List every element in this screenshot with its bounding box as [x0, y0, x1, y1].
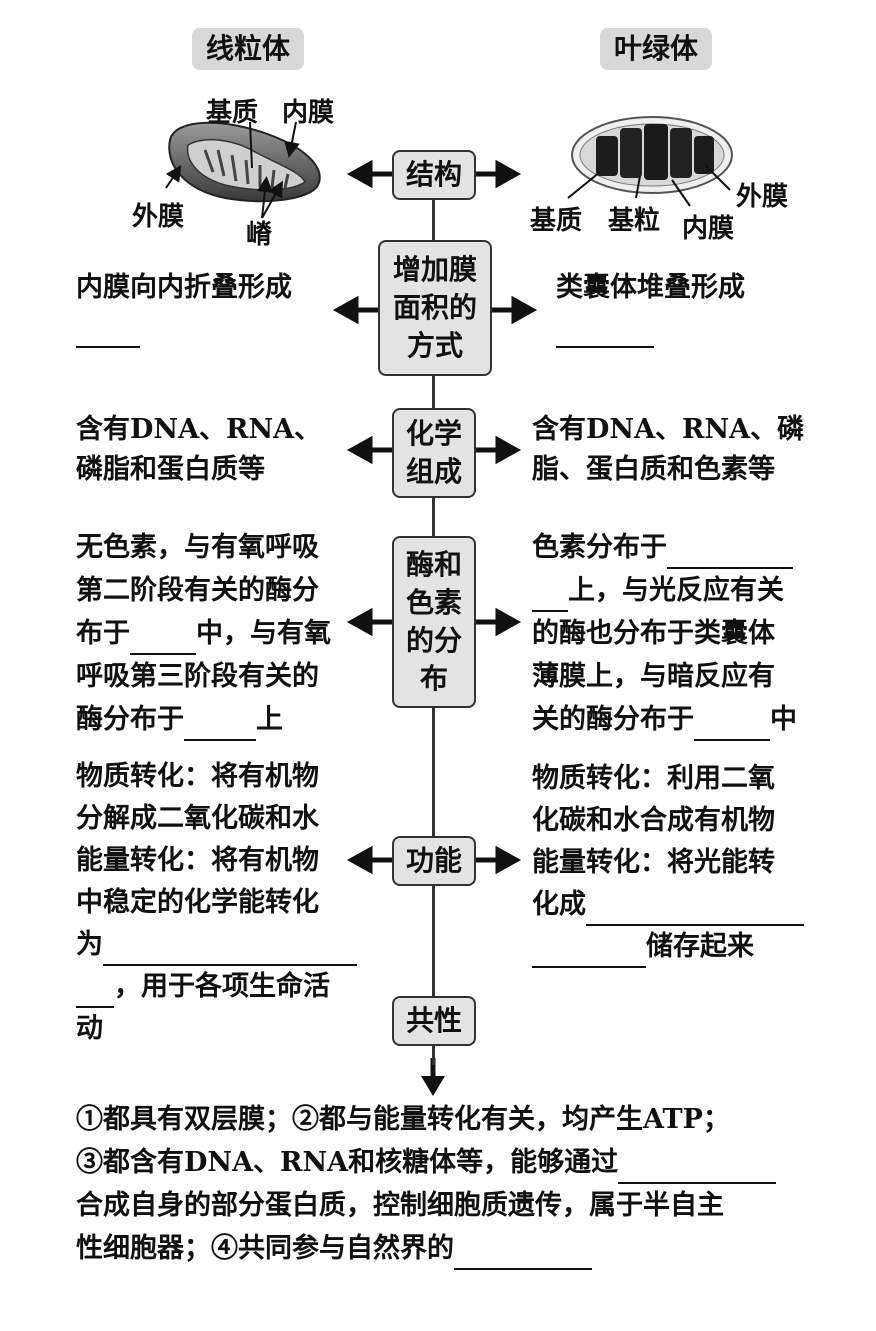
right-enzyme-blank-3 — [694, 709, 770, 741]
node-function: 功能 — [392, 836, 476, 886]
mito-outer-pointer — [165, 165, 182, 189]
common-blank-1 — [618, 1152, 777, 1184]
left-enzyme-text: 无色素，与有氧呼吸 第二阶段有关的酶分 布于中，与有氧 呼吸第三阶段有关的 酶分… — [76, 526, 331, 741]
left-membrane-text: 内膜向内折叠形成 — [76, 268, 292, 348]
left-membrane-blank — [76, 316, 140, 348]
mitochondria-header: 线粒体 — [192, 28, 304, 70]
mito-cristae-pointer-1 — [256, 176, 273, 219]
mito-label-matrix: 基质 — [206, 98, 259, 128]
down-arrow-head — [421, 1076, 445, 1096]
mitochondrion-illustration — [168, 121, 321, 203]
chloro-matrix-pointer — [567, 171, 601, 199]
right-enzyme-blank-2 — [532, 580, 568, 612]
chloro-label-outer: 外膜 — [736, 182, 789, 212]
right-membrane-blank — [556, 316, 654, 348]
chloro-grana-pointer — [635, 175, 641, 199]
right-function-text: 物质转化：利用二氧 化碳和水合成有机物 能量转化：将光能转 化成 储存起来 — [532, 758, 804, 968]
mito-cristae-pointer-2 — [261, 180, 283, 219]
chloroplast-header: 叶绿体 — [600, 28, 712, 70]
chloro-label-inner: 内膜 — [682, 214, 735, 244]
left-function-blank-1 — [103, 934, 357, 966]
node-chemical-composition: 化学 组成 — [392, 408, 476, 498]
left-chem-text: 含有DNA、RNA、 磷脂和蛋白质等 — [76, 414, 322, 485]
chloro-inner-pointer — [671, 179, 691, 207]
right-function-blank-1 — [586, 894, 804, 926]
common-summary: ①都具有双层膜；②都与能量转化有关，均产生ATP； ③都含有DNA、RNA和核糖… — [76, 1098, 777, 1270]
node-common: 共性 — [392, 996, 476, 1046]
mito-inner-pointer — [284, 121, 300, 158]
chloroplast-illustration — [571, 116, 733, 194]
common-blank-2 — [454, 1238, 592, 1270]
right-enzyme-blank-1 — [667, 537, 793, 569]
chloro-label-grana: 基粒 — [608, 206, 661, 236]
node-structure: 结构 — [392, 150, 476, 200]
chloro-label-matrix: 基质 — [530, 206, 583, 236]
chloro-outer-pointer — [704, 164, 731, 191]
double-arrows — [332, 159, 538, 875]
left-enzyme-blank-2 — [184, 709, 256, 741]
left-function-text: 物质转化：将有机物 分解成二氧化碳和水 能量转化：将有机物 中稳定的化学能转化 … — [76, 756, 357, 1050]
right-enzyme-text: 色素分布于 上，与光反应有关 的酶也分布于类囊体 薄膜上，与暗反应有 关的酶分布… — [532, 526, 797, 741]
right-membrane-text: 类囊体堆叠形成 — [556, 268, 745, 348]
mito-label-cristae: 嵴 — [246, 220, 273, 250]
right-function-blank-2 — [532, 936, 646, 968]
node-membrane-increase: 增加膜 面积的 方式 — [378, 240, 492, 376]
right-chem-text: 含有DNA、RNA、磷 脂、蛋白质和色素等 — [532, 414, 805, 485]
node-enzyme-pigment: 酶和 色素 的分 布 — [392, 536, 476, 708]
mito-matrix-pointer — [249, 121, 253, 169]
mito-label-outer: 外膜 — [132, 202, 185, 232]
mito-label-inner: 内膜 — [282, 98, 335, 128]
left-enzyme-blank-1 — [130, 623, 196, 655]
left-function-blank-2 — [76, 976, 114, 1008]
